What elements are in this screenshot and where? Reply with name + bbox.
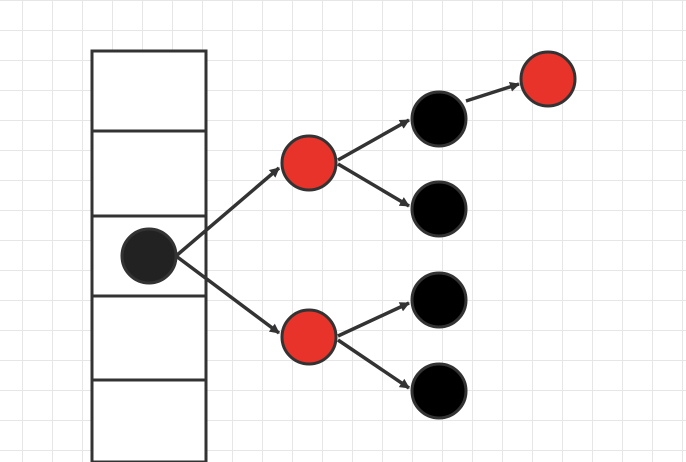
array-cell [90, 294, 208, 382]
edge-left-to-black-1 [337, 118, 410, 162]
array-cell [90, 49, 208, 133]
edge-root-to-right [174, 254, 281, 335]
black-node-1 [410, 90, 468, 148]
black-node-4 [410, 362, 468, 420]
root-node [120, 227, 178, 285]
red-node-left [280, 134, 338, 192]
array-cell [90, 129, 208, 218]
array-cell [90, 378, 208, 462]
edge-root-to-left [174, 166, 281, 258]
black-node-2 [410, 180, 468, 238]
red-node-leaf [519, 50, 577, 108]
edge-right-to-black-4 [337, 338, 410, 390]
edge-right-to-black-3 [337, 301, 410, 338]
red-node-right [280, 308, 338, 366]
nodes [120, 50, 577, 420]
edge-left-to-black-2 [337, 162, 410, 208]
edges [174, 81, 520, 390]
black-node-3 [410, 271, 468, 329]
edge-black-1-to-red [465, 81, 520, 103]
